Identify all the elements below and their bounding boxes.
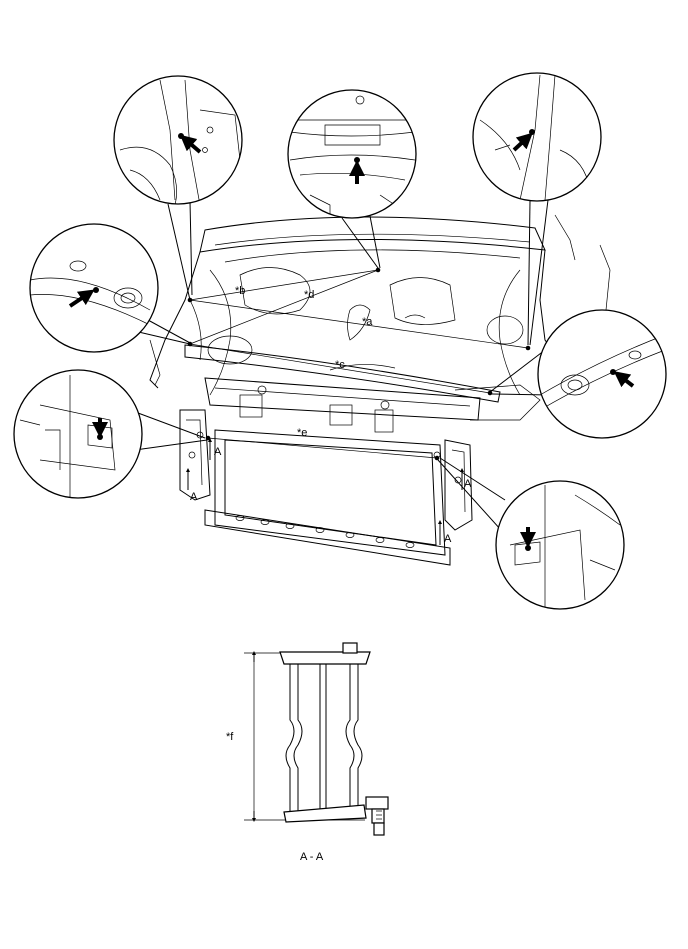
section-title: A - A bbox=[300, 851, 324, 863]
detail-circle-lower-left bbox=[13, 369, 143, 499]
callout-b: *b bbox=[235, 285, 245, 297]
arrow-icon bbox=[179, 134, 202, 154]
arrow-icon bbox=[68, 289, 95, 308]
section-label-a1: A bbox=[190, 491, 198, 503]
section-label-a3: A bbox=[464, 478, 472, 490]
detail-circle-upper-right bbox=[472, 72, 602, 202]
callout-c: *c bbox=[335, 359, 345, 371]
callout-d: *d bbox=[304, 289, 314, 301]
detail-circle-right bbox=[537, 309, 667, 439]
section-marker-left: A A bbox=[186, 438, 222, 503]
callout-a: *a bbox=[362, 316, 373, 328]
arrow-icon bbox=[613, 371, 635, 388]
detail-circle-left bbox=[29, 223, 159, 353]
section-label-a2: A bbox=[214, 446, 222, 458]
detail-circle-lower-right bbox=[495, 480, 625, 610]
detail-leaders bbox=[129, 199, 551, 541]
arrow-icon bbox=[512, 132, 533, 152]
detail-circle-upper-left bbox=[113, 75, 243, 205]
vehicle-front-structure bbox=[149, 214, 611, 566]
callout-f: *f bbox=[226, 731, 234, 743]
section-a-a-view: *f A - A bbox=[226, 642, 389, 863]
detail-circle-top-center bbox=[287, 89, 417, 219]
section-label-a4: A bbox=[444, 533, 452, 545]
callout-e: *e bbox=[297, 427, 307, 439]
